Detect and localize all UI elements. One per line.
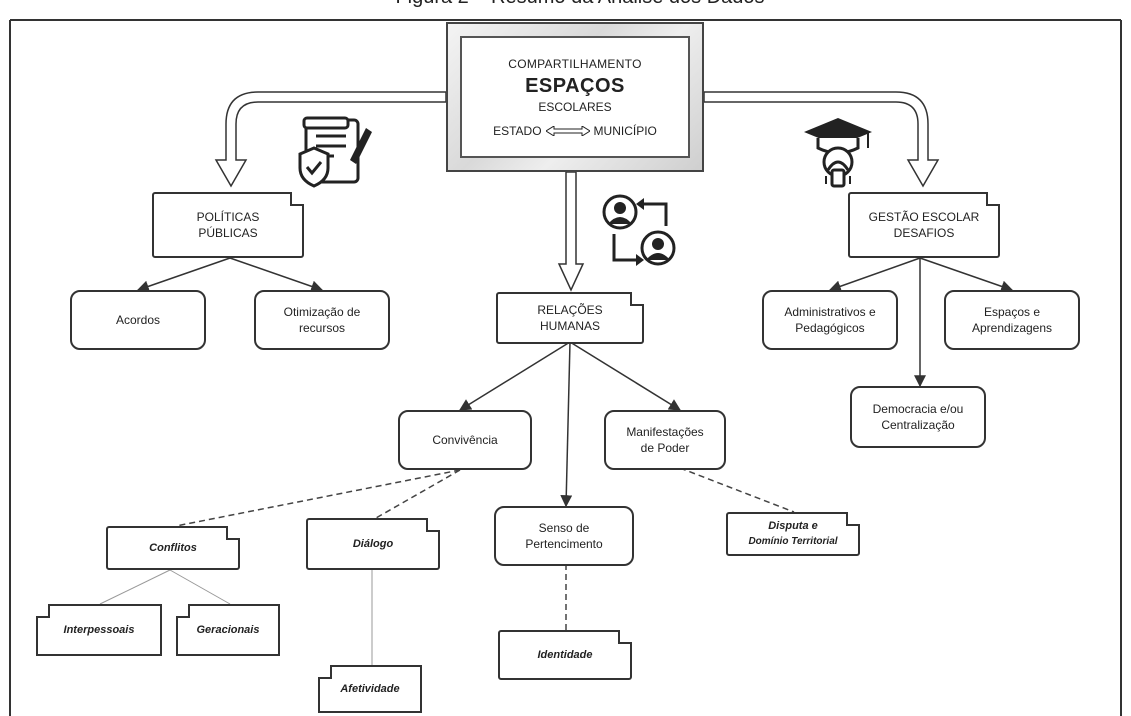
node-otimizacao: Otimização de recursos bbox=[254, 290, 390, 350]
manifestacoes-line-1: Manifestações bbox=[626, 425, 704, 439]
dialogo-label: Diálogo bbox=[352, 538, 394, 550]
senso-line-2: Pertencimento bbox=[525, 537, 603, 551]
node-identidade: Identidade bbox=[498, 630, 632, 680]
node-acordos: Acordos bbox=[70, 290, 206, 350]
manifestacoes-line-2: de Poder bbox=[640, 441, 690, 455]
central-line-1: COMPARTILHAMENTO bbox=[508, 56, 642, 71]
central-topic-box: COMPARTILHAMENTO ESPAÇOS ESCOLARES ESTAD… bbox=[446, 22, 704, 172]
node-democracia: Democracia e/ou Centralização bbox=[850, 386, 986, 448]
gestao-line-2: DESAFIOS bbox=[893, 226, 955, 240]
otimizacao-line-1: Otimização de bbox=[283, 305, 361, 319]
node-afetividade: Afetividade bbox=[318, 665, 422, 713]
municipio-label: MUNICÍPIO bbox=[593, 123, 657, 138]
node-gestao-escolar: GESTÃO ESCOLAR DESAFIOS bbox=[848, 192, 1000, 258]
document-shield-icon bbox=[298, 116, 372, 188]
graduation-head-icon bbox=[804, 118, 872, 188]
democracia-line-2: Centralização bbox=[881, 418, 955, 432]
node-geracionais: Geracionais bbox=[176, 604, 280, 656]
administrativos-line-1: Administrativos e bbox=[784, 305, 876, 319]
relacoes-line-2: HUMANAS bbox=[539, 319, 600, 333]
administrativos-line-2: Pedagógicos bbox=[795, 321, 865, 335]
right-hollow-arrow bbox=[703, 91, 940, 188]
node-administrativos: Administrativos e Pedagógicos bbox=[762, 290, 898, 350]
relacoes-line-1: RELAÇÕES bbox=[537, 303, 603, 317]
node-interpessoais: Interpessoais bbox=[36, 604, 162, 656]
politicas-line-1: POLÍTICAS bbox=[196, 210, 260, 224]
estado-label: ESTADO bbox=[493, 123, 542, 138]
afetividade-label: Afetividade bbox=[340, 683, 400, 695]
identidade-label: Identidade bbox=[537, 649, 593, 661]
left-hollow-arrow bbox=[214, 91, 447, 188]
otimizacao-line-2: recursos bbox=[298, 321, 345, 335]
figure-caption: Figura 2 – Resumo da Análise dos Dados bbox=[300, 0, 860, 9]
espacos-line-1: Espaços e bbox=[983, 305, 1041, 319]
conflitos-label: Conflitos bbox=[149, 542, 197, 554]
people-exchange-icon bbox=[602, 194, 676, 266]
center-hollow-arrow bbox=[557, 171, 585, 292]
geracionais-label: Geracionais bbox=[196, 624, 260, 636]
gestao-line-1: GESTÃO ESCOLAR bbox=[868, 210, 980, 224]
central-line-2: ESPAÇOS bbox=[525, 74, 625, 97]
espacos-line-2: Aprendizagens bbox=[971, 321, 1053, 335]
node-manifestacoes: Manifestações de Poder bbox=[604, 410, 726, 470]
node-convivencia: Convivência bbox=[398, 410, 532, 470]
node-conflitos: Conflitos bbox=[106, 526, 240, 570]
convivencia-label: Convivência bbox=[432, 433, 498, 447]
disputa-line-2: Domínio Territorial bbox=[748, 536, 838, 547]
node-senso: Senso de Pertencimento bbox=[494, 506, 634, 566]
node-relacoes-humanas: RELAÇÕES HUMANAS bbox=[496, 292, 644, 344]
central-line-3: ESCOLARES bbox=[538, 99, 612, 114]
node-disputa: Disputa e Domínio Territorial bbox=[726, 512, 860, 556]
double-arrow-icon bbox=[545, 125, 590, 136]
acordos-label: Acordos bbox=[115, 313, 161, 327]
node-espacos: Espaços e Aprendizagens bbox=[944, 290, 1080, 350]
node-politicas-publicas: POLÍTICAS PÚBLICAS bbox=[152, 192, 304, 258]
estado-municipio-row: ESTADO MUNICÍPIO bbox=[493, 124, 657, 138]
node-dialogo: Diálogo bbox=[306, 518, 440, 570]
disputa-line-1: Disputa e bbox=[768, 520, 818, 532]
politicas-line-2: PÚBLICAS bbox=[198, 226, 258, 240]
democracia-line-1: Democracia e/ou bbox=[872, 402, 964, 416]
senso-line-1: Senso de bbox=[538, 521, 590, 535]
interpessoais-label: Interpessoais bbox=[63, 624, 135, 636]
